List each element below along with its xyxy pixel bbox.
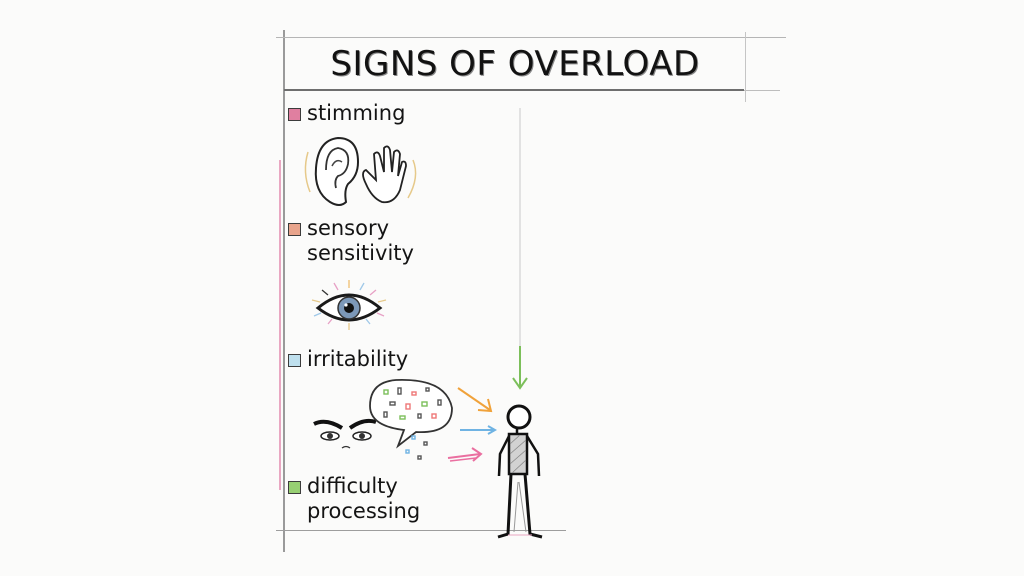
title-underline xyxy=(284,89,744,91)
arrow-blue-icon xyxy=(460,425,498,435)
title-underline-extension xyxy=(744,90,780,91)
stick-person-icon xyxy=(497,404,543,539)
checkbox-icon xyxy=(288,354,301,367)
frame-right-tick xyxy=(745,32,746,102)
frame-bottom-line xyxy=(276,530,566,531)
checkbox-icon xyxy=(288,108,301,121)
list-item-difficulty-processing: difficulty processing xyxy=(288,474,420,524)
ear-hand-icon xyxy=(304,136,417,206)
item-label: stimming xyxy=(307,101,406,125)
item-label: sensory sensitivity xyxy=(307,216,414,265)
diagram-title: SIGNS OF OVERLOAD xyxy=(330,44,700,84)
list-item-stimming: stimming xyxy=(288,101,405,126)
eye-icon xyxy=(311,280,387,330)
frame-top-line xyxy=(276,37,786,38)
arrow-pink-icon xyxy=(447,447,483,462)
list-item-irritability: irritability xyxy=(288,347,408,372)
list-item-sensory-sensitivity: sensory sensitivity xyxy=(288,216,414,266)
down-arrow-green-icon xyxy=(512,108,528,390)
accent-pink-line xyxy=(279,160,281,490)
arrow-orange-icon xyxy=(457,387,493,413)
frame-left-line xyxy=(283,30,285,552)
item-label: difficulty processing xyxy=(307,474,421,523)
checkbox-icon xyxy=(288,481,301,494)
item-label: irritability xyxy=(307,347,409,371)
angry-eyes-speech-bubble-icon xyxy=(313,379,453,460)
checkbox-icon xyxy=(288,223,301,236)
